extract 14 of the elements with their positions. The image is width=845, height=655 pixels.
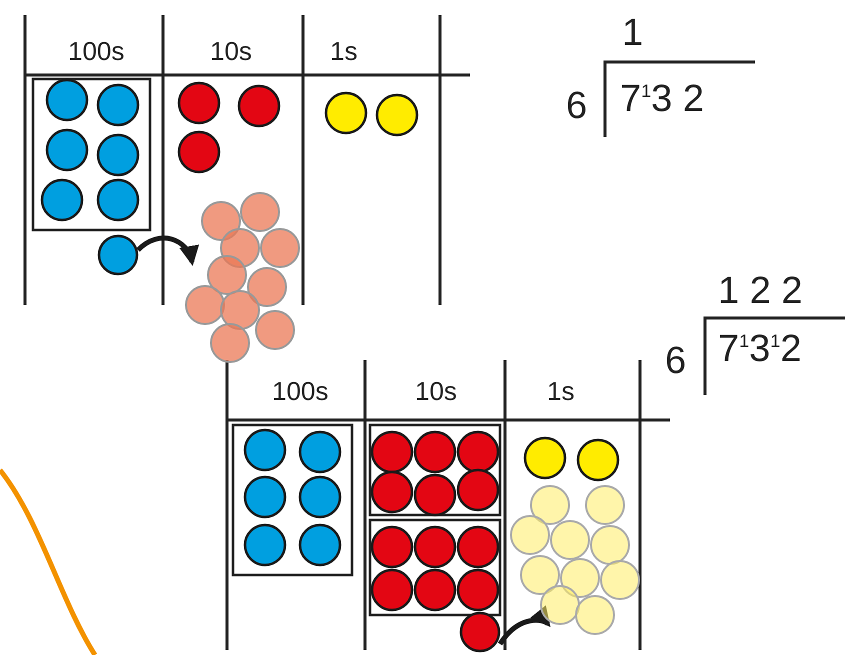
column-heading: 1s: [547, 378, 574, 404]
dividend: 7$^{1}$3$^{1}$2: [718, 330, 802, 368]
column-heading: 1s: [330, 38, 358, 64]
curved-arrow: [498, 606, 552, 646]
column-heading: 100s: [272, 378, 328, 404]
quotient-digit: 1: [622, 14, 644, 52]
quotient: 1 2 2: [718, 272, 803, 310]
column-heading: 10s: [415, 378, 457, 404]
curved-arrow: [136, 236, 198, 266]
divisor: 6: [665, 342, 686, 380]
divisor: 6: [566, 87, 588, 125]
column-heading: 10s: [210, 38, 252, 64]
dividend: 7$^{1}$3 2: [620, 80, 704, 118]
column-heading: 100s: [68, 38, 124, 64]
